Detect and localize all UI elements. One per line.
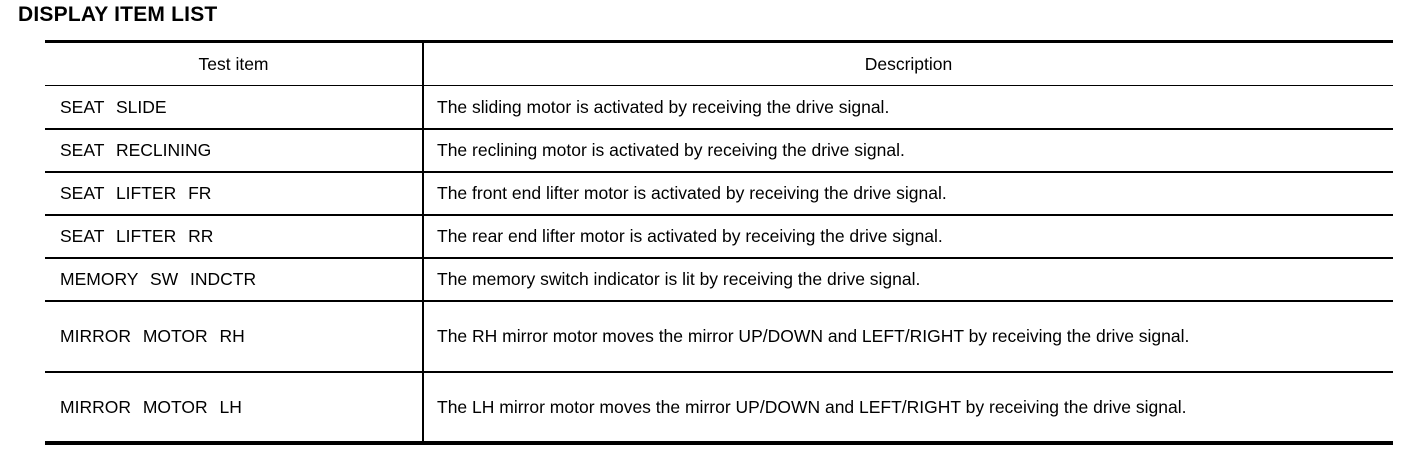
table-row-seat-slide: SEAT SLIDE The sliding motor is activate… (45, 85, 1393, 130)
table-row-mirror-motor-rh: MIRROR MOTOR RH The RH mirror motor move… (45, 300, 1393, 373)
description-cell: The LH mirror motor moves the mirror UP/… (437, 396, 1187, 417)
table-row-mirror-motor-lh: MIRROR MOTOR LH The LH mirror motor move… (45, 371, 1393, 443)
test-item-cell: SEAT LIFTER RR (45, 214, 424, 259)
test-item-cell: MEMORY SW INDCTR (45, 257, 424, 302)
description-cell: The memory switch indicator is lit by re… (423, 257, 1393, 302)
table-row-seat-lifter-fr: SEAT LIFTER FR The front end lifter moto… (45, 171, 1393, 216)
description-cell: The RH mirror motor moves the mirror UP/… (423, 300, 1393, 373)
table-header-row: Test item Description (45, 41, 1393, 86)
test-item-cell: SEAT RECLINING (45, 128, 424, 173)
description-cell: The sliding motor is activated by receiv… (423, 85, 1393, 130)
table-row-seat-lifter-rr: SEAT LIFTER RR The rear end lifter motor… (45, 214, 1393, 259)
table-row-memory-sw-indctr: MEMORY SW INDCTR The memory switch indic… (45, 257, 1393, 302)
test-item-cell: SEAT LIFTER FR (45, 171, 424, 216)
description-cell: The front end lifter motor is activated … (423, 171, 1393, 216)
description-cell: The reclining motor is activated by rece… (423, 128, 1393, 173)
description-cell: The rear end lifter motor is activated b… (423, 214, 1393, 259)
column-header-description: Description (423, 41, 1393, 86)
test-item-cell: MIRROR MOTOR RH (45, 300, 424, 373)
test-item-cell: SEAT SLIDE (45, 85, 424, 130)
test-item-cell: MIRROR MOTOR LH (45, 371, 424, 443)
page-title: DISPLAY ITEM LIST (18, 3, 218, 26)
column-header-test-item: Test item (45, 41, 424, 86)
display-item-table: Test item Description SEAT SLIDE The sli… (45, 40, 1393, 445)
table-row-seat-reclining: SEAT RECLINING The reclining motor is ac… (45, 128, 1393, 173)
